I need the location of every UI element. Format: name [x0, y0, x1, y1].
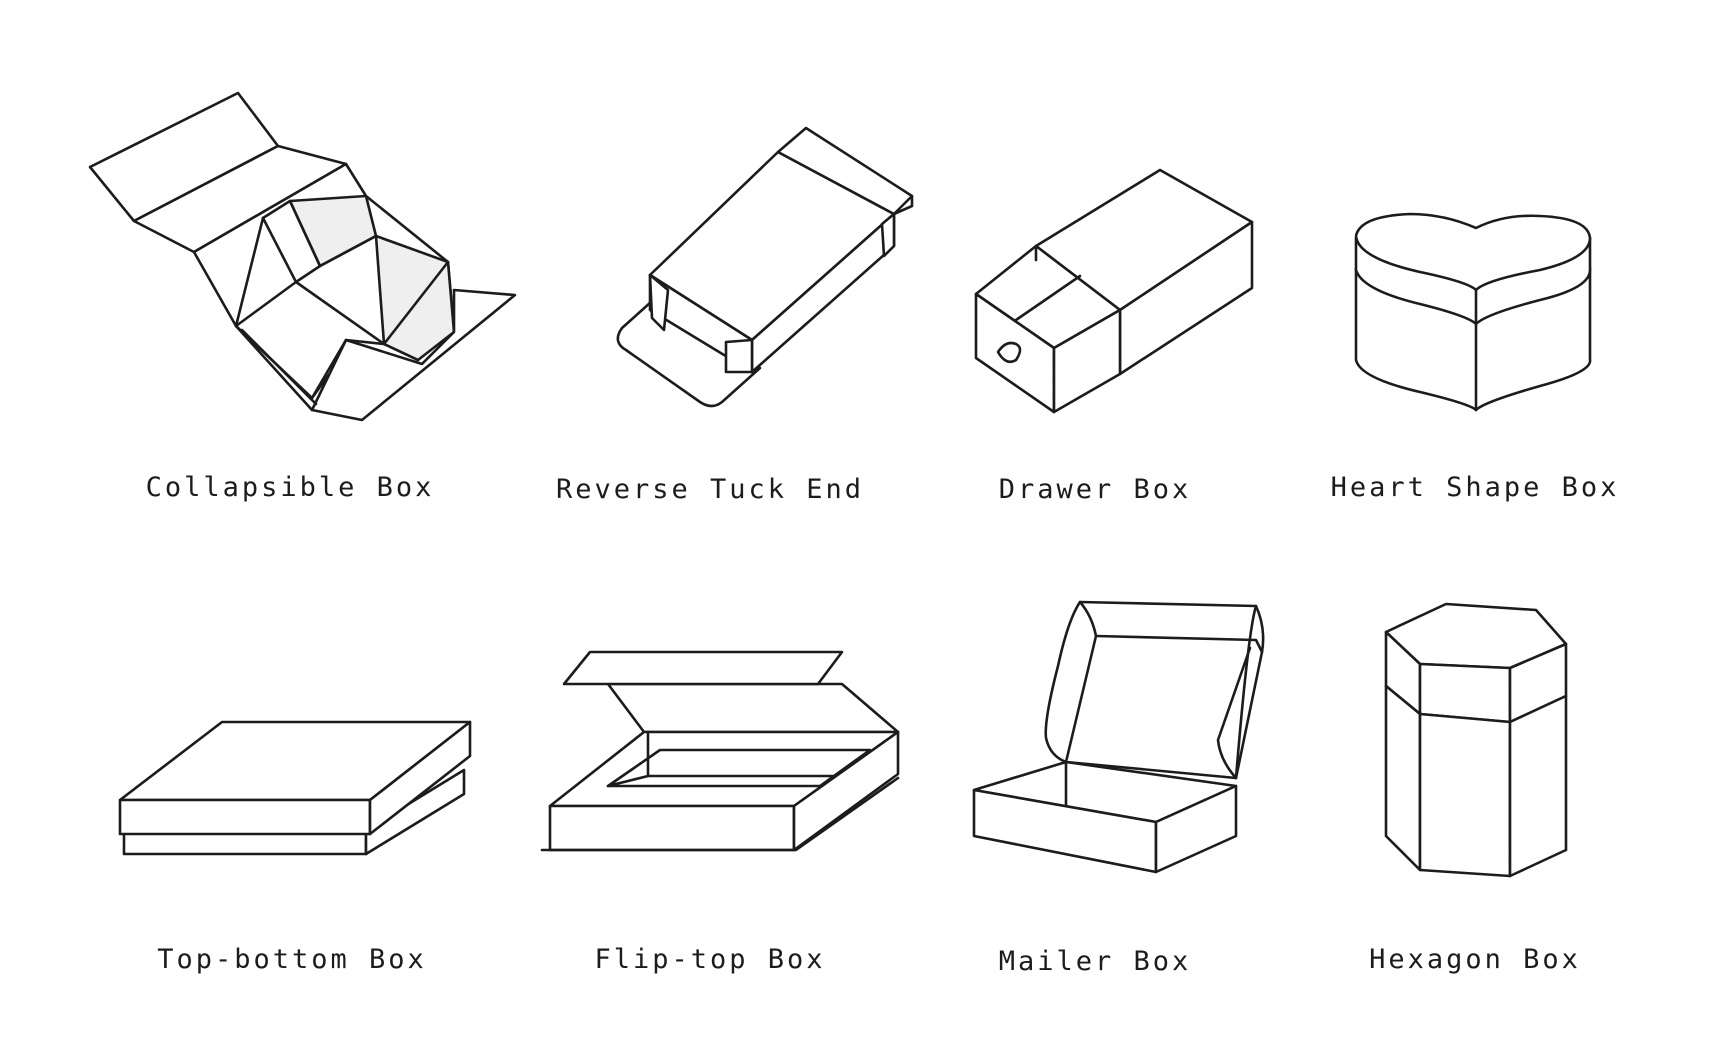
reverse-tuck-end-box-icon [616, 126, 914, 408]
collapsible-box-icon [88, 91, 517, 422]
box-label-top-bottom: Top-bottom Box [157, 944, 427, 975]
mailer-box-icon [972, 600, 1265, 874]
hexagon-box-icon [1384, 602, 1568, 878]
drawer-box-icon [974, 168, 1254, 414]
box-label-reverse-tuck-end: Reverse Tuck End [555, 474, 865, 505]
flip-top-box-icon [540, 650, 900, 852]
box-label-hexagon: Hexagon Box [1369, 944, 1581, 975]
top-bottom-box-icon [118, 720, 472, 856]
box-label-mailer: Mailer Box [998, 946, 1192, 977]
heart-shape-box-icon [1354, 212, 1592, 412]
box-label-drawer: Drawer Box [998, 474, 1192, 505]
box-label-flip-top: Flip-top Box [594, 944, 826, 975]
box-label-collapsible: Collapsible Box [145, 472, 435, 503]
box-label-heart-shape: Heart Shape Box [1330, 472, 1620, 503]
